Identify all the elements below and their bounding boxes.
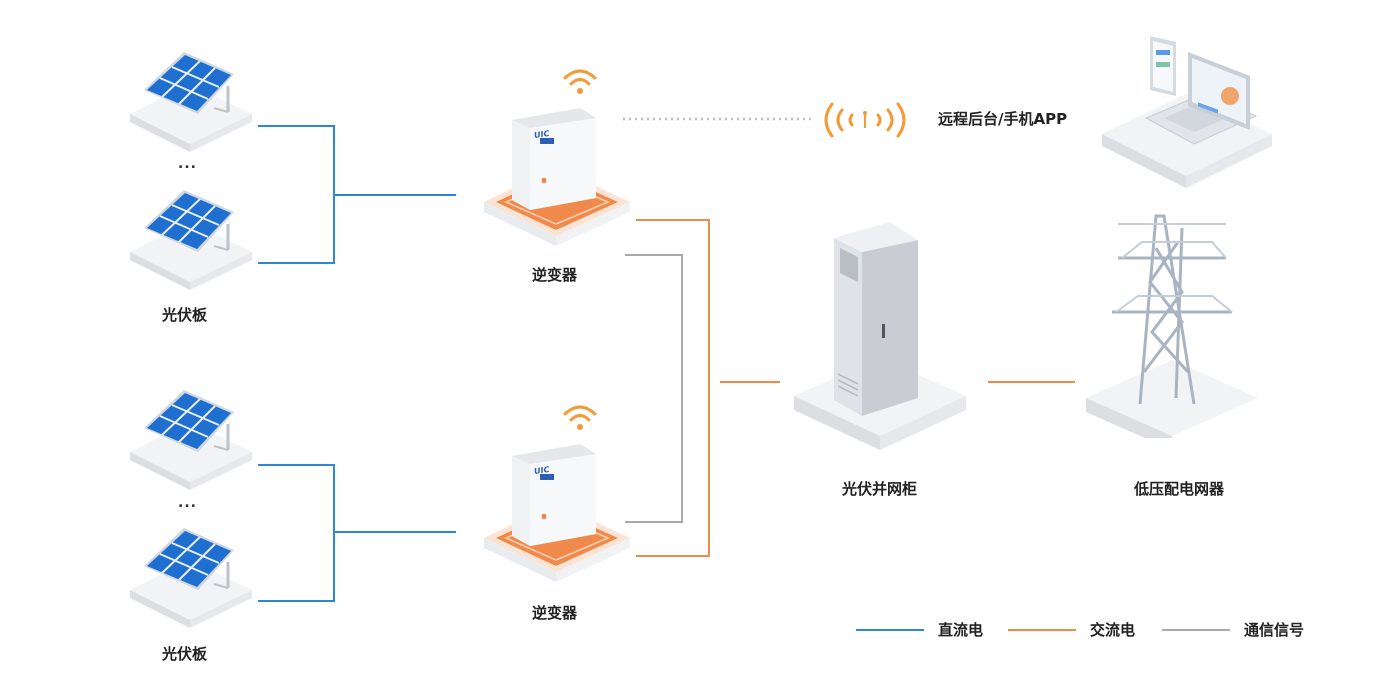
distribution-label: 低压配电网器 bbox=[1134, 480, 1225, 498]
dc-lines-top bbox=[258, 125, 456, 264]
legend-dc: 直流电 bbox=[856, 619, 983, 640]
inverter-bottom bbox=[484, 443, 631, 583]
pv-panel-2 bbox=[128, 190, 254, 292]
comm-lines bbox=[625, 254, 683, 523]
wifi-icon-top bbox=[563, 69, 597, 94]
pv-panel-3 bbox=[128, 390, 254, 492]
pv-panel-label-top: 光伏板 bbox=[162, 306, 208, 324]
legend-comm-label: 通信信号 bbox=[1244, 621, 1305, 639]
remote-label: 远程后台/手机APP bbox=[938, 110, 1068, 128]
distribution-tower-icon bbox=[1086, 214, 1258, 438]
legend-dc-label: 直流电 bbox=[938, 621, 984, 639]
legend-comm: 通信信号 bbox=[1162, 619, 1304, 640]
laptop-icon bbox=[1102, 36, 1272, 188]
inverter-label-bottom: 逆变器 bbox=[532, 604, 578, 622]
legend-dc-line bbox=[856, 628, 924, 631]
ellipsis-top: ... bbox=[178, 156, 197, 172]
ellipsis-bottom: ... bbox=[178, 495, 197, 511]
legend-ac: 交流电 bbox=[1008, 619, 1135, 640]
dc-lines-bottom bbox=[258, 464, 456, 602]
grid-cabinet-icon bbox=[794, 222, 966, 450]
wireless-signal-icon bbox=[824, 102, 906, 138]
legend-comm-line bbox=[1162, 628, 1230, 631]
legend-ac-label: 交流电 bbox=[1090, 621, 1136, 639]
pv-panel-4 bbox=[128, 528, 254, 630]
pv-panel-1 bbox=[128, 52, 254, 154]
ac-lines bbox=[636, 219, 1075, 557]
wifi-icon-bottom bbox=[563, 405, 597, 430]
inverter-top bbox=[484, 107, 631, 247]
pv-panel-label-bottom: 光伏板 bbox=[162, 645, 208, 663]
inverter-label-top: 逆变器 bbox=[532, 266, 578, 284]
legend-ac-line bbox=[1008, 628, 1076, 631]
grid-cabinet-label: 光伏并网柜 bbox=[842, 480, 918, 498]
